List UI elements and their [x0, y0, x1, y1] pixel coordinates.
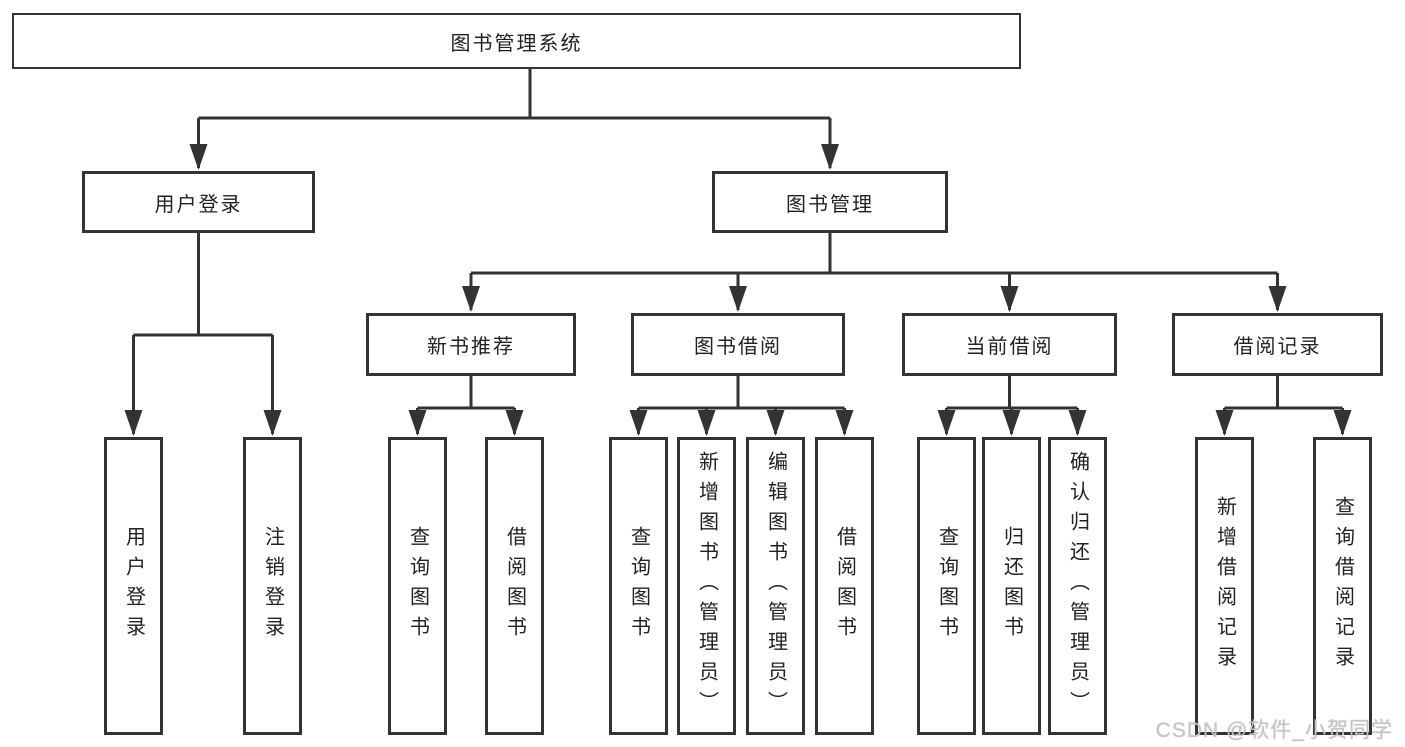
- leaf-add-borrow-record: 新增借阅记录: [1195, 437, 1254, 735]
- leaf-borrow-book-recommend-label: 借阅图书: [503, 526, 526, 646]
- leaf-query-book-recommend: 查询图书: [388, 437, 447, 735]
- node-book-borrow: 图书借阅: [631, 313, 845, 376]
- leaf-query-book-borrow: 查询图书: [609, 437, 668, 735]
- leaf-confirm-return-admin: 确认归还（管理员）: [1048, 437, 1107, 735]
- connector-book-borrow-children: [629, 376, 854, 436]
- leaf-borrow-book: 借阅图书: [815, 437, 874, 735]
- node-new-book-recommend: 新书推荐: [366, 313, 576, 376]
- leaf-user-login-label: 用户登录: [122, 526, 145, 646]
- leaf-query-borrow-record: 查询借阅记录: [1313, 437, 1372, 735]
- leaf-borrow-book-recommend: 借阅图书: [485, 437, 544, 735]
- leaf-logout: 注销登录: [243, 437, 302, 735]
- leaf-query-book-current-label: 查询图书: [935, 526, 958, 646]
- node-root-library-system: 图书管理系统: [12, 13, 1021, 69]
- connector-new-book-recommend-children: [408, 376, 524, 436]
- node-user-login: 用户登录: [82, 171, 315, 233]
- leaf-return-book-label: 归还图书: [1000, 526, 1023, 646]
- leaf-add-book-admin-label: 新增图书（管理员）: [695, 451, 718, 721]
- connector-current-borrow-children: [937, 376, 1087, 436]
- leaf-query-book-borrow-label: 查询图书: [627, 526, 650, 646]
- leaf-confirm-return-admin-label: 确认归还（管理员）: [1066, 451, 1089, 721]
- leaf-add-book-admin: 新增图书（管理员）: [677, 437, 736, 735]
- connector-user-login-children: [124, 233, 282, 436]
- leaf-edit-book-admin-label: 编辑图书（管理员）: [764, 451, 787, 721]
- connector-book-management-children: [462, 233, 1287, 312]
- node-current-borrow: 当前借阅: [902, 313, 1117, 376]
- leaf-return-book: 归还图书: [982, 437, 1041, 735]
- node-book-management: 图书管理: [712, 171, 948, 233]
- connector-root-to-level2: [189, 69, 839, 170]
- leaf-query-book-current: 查询图书: [917, 437, 976, 735]
- leaf-add-borrow-record-label: 新增借阅记录: [1213, 496, 1236, 676]
- leaf-query-borrow-record-label: 查询借阅记录: [1331, 496, 1354, 676]
- leaf-logout-label: 注销登录: [261, 526, 284, 646]
- connector-borrow-records-children: [1215, 376, 1352, 436]
- leaf-edit-book-admin: 编辑图书（管理员）: [746, 437, 805, 735]
- leaf-user-login: 用户登录: [104, 437, 163, 735]
- leaf-borrow-book-label: 借阅图书: [833, 526, 856, 646]
- node-borrow-records: 借阅记录: [1172, 313, 1383, 376]
- leaf-query-book-recommend-label: 查询图书: [406, 526, 429, 646]
